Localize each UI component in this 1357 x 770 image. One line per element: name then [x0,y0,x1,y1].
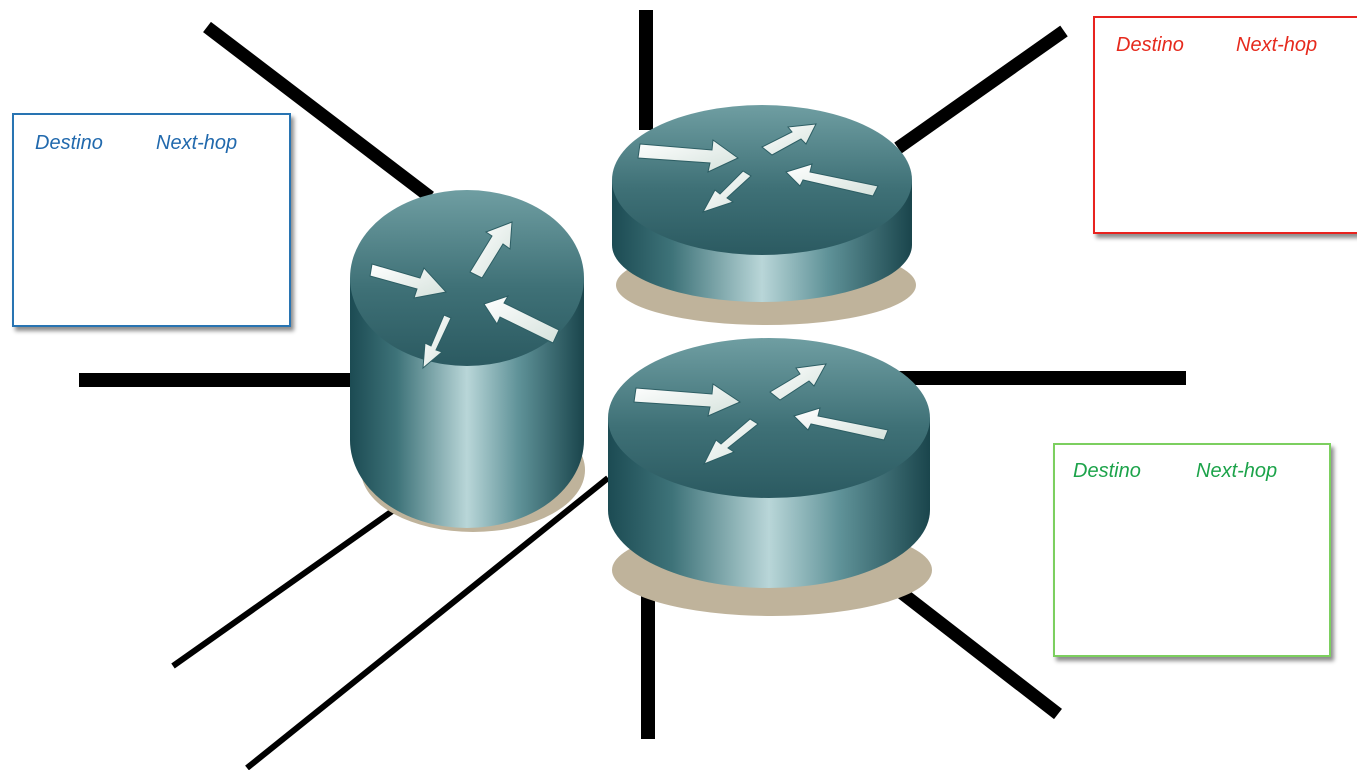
router-top [612,105,912,255]
next-hop-label: Next-hop [1196,460,1278,482]
router-arrows-icon [633,363,889,465]
destino-label: Destino [1073,460,1141,482]
router-top [608,338,930,498]
routing-table-red: Destino Next-hop [1093,16,1357,234]
routing-table-blue: Destino Next-hop [12,113,291,327]
router-left[interactable] [350,190,585,532]
destino-label: Destino [35,132,103,154]
router-arrows-icon [637,123,879,213]
link-line [894,584,1062,720]
next-hop-label: Next-hop [1236,34,1318,56]
link-lines [79,10,1186,770]
link-line [203,21,434,203]
link-line [245,475,610,770]
router-bottom-right[interactable] [608,338,932,616]
destino-label: Destino [1116,34,1184,56]
router-arrows-icon [369,221,560,370]
router-top-right[interactable] [612,105,916,325]
next-hop-label: Next-hop [156,132,238,154]
link-line [894,25,1068,154]
routing-table-green: Destino Next-hop [1053,443,1331,657]
link-line [171,504,400,669]
